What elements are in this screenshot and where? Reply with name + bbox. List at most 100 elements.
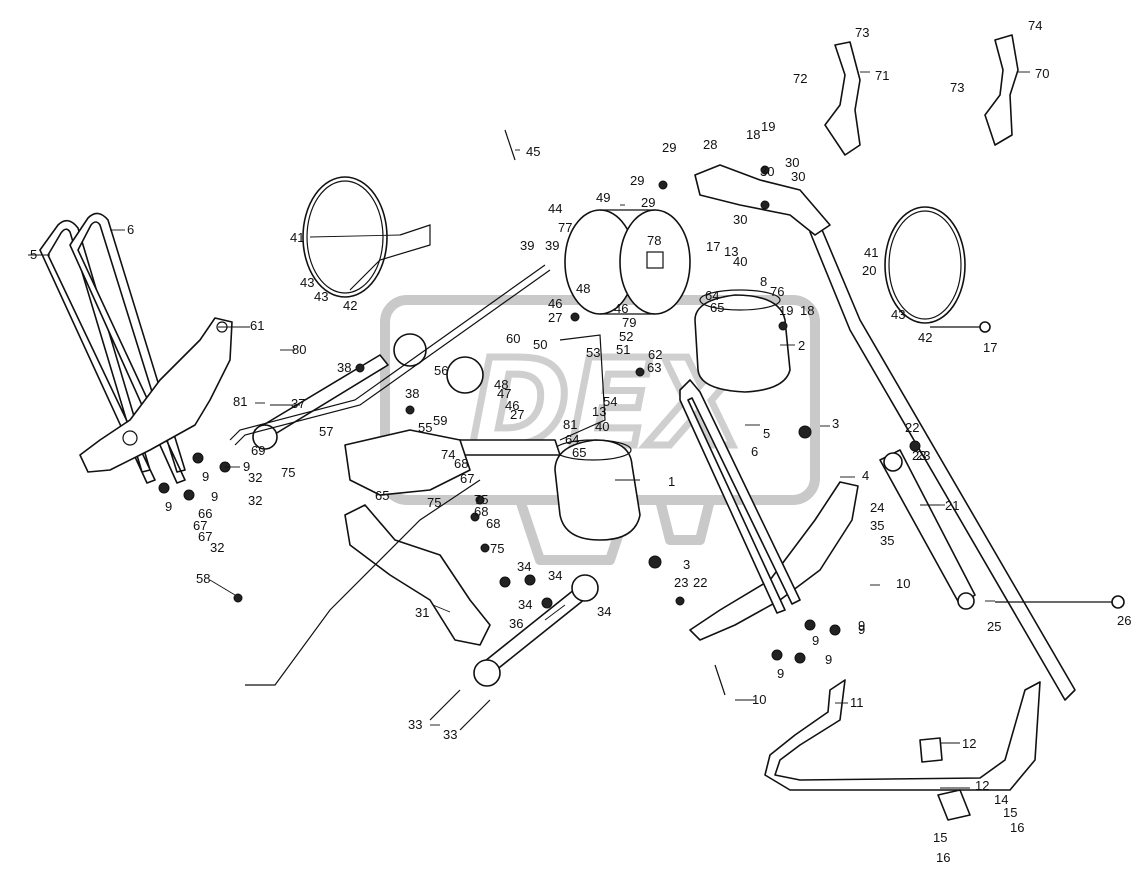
callout: 36 [509,616,523,631]
bracket-72 [824,41,861,156]
callout: 43 [300,275,314,290]
callout: 12 [962,736,976,751]
callout: 74 [441,447,455,462]
callout: 48 [576,281,590,296]
callout: 10 [752,692,766,707]
callout: 52 [619,329,633,344]
callout: 43 [891,307,905,322]
callout: 25 [987,619,1001,634]
callout: 28 [703,137,717,152]
callout: 24 [870,500,884,515]
callout: 45 [526,144,540,159]
callout: 53 [586,345,600,360]
rod-36 [479,584,591,676]
clamp-ring-right [884,206,966,324]
air-spring-1 [554,439,641,541]
callout: 60 [506,331,520,346]
callout: 23 [674,575,688,590]
callout: 67 [193,518,207,533]
callout: 34 [517,559,531,574]
callout: 2 [798,338,805,353]
callout: 42 [343,298,357,313]
callout: 64 [705,288,719,303]
callout: 71 [875,68,889,83]
callout: 33 [408,717,422,732]
stabilizer-bar-11 [764,679,1041,791]
callout: 19 [779,303,793,318]
callout: 12 [975,778,989,793]
callout: 75 [427,495,441,510]
callout: 55 [418,420,432,435]
callout: 38 [405,386,419,401]
u-bolts-left [39,212,186,484]
callout: 31 [415,605,429,620]
callout: 47 [497,386,511,401]
callout: 8 [760,274,767,289]
callout: 37 [291,396,305,411]
callout: 21 [945,498,959,513]
u-bolts-right [679,379,801,614]
callout: 30 [791,169,805,184]
callout: 17 [983,340,997,355]
callout: 69 [251,443,265,458]
callout: 72 [793,71,807,86]
bracket-61 [79,317,233,473]
callout: 13 [724,244,738,259]
callout: 27 [510,407,524,422]
callout: 9 [165,499,172,514]
callout: 78 [647,233,661,248]
callout: 56 [434,363,448,378]
callout: 20 [862,263,876,278]
callout: 42 [918,330,932,345]
callout: 46 [548,296,562,311]
callout: 1 [668,474,675,489]
callout: 68 [454,456,468,471]
callout: 35 [880,533,894,548]
callout: 18 [800,303,814,318]
callout: 32 [248,493,262,508]
callout: 76 [770,284,784,299]
callout: 74 [1028,18,1042,33]
callout: 9 [243,459,250,474]
callout: 68 [474,504,488,519]
clamp-ring-left [302,176,388,298]
callout: 48 [494,377,508,392]
callout: 65 [710,300,724,315]
callout: 9 [812,633,819,648]
callout: 41 [290,230,304,245]
callout: 70 [1035,66,1049,81]
callout: 9 [858,618,865,633]
callout-labels: 1 2 3 3 4 5 5 6 6 8 9 9 9 9 9 9 9 9 9 10… [30,18,1131,865]
callout: 5 [763,426,770,441]
callout: 11 [850,695,864,710]
callout: 79 [622,315,636,330]
callout: 29 [630,173,644,188]
callout: 63 [647,360,661,375]
callout: 23 [916,448,930,463]
air-line [245,479,481,686]
callout: 4 [862,468,869,483]
callout: 75 [474,492,488,507]
callout: 30 [785,155,799,170]
callout: 66 [198,506,212,521]
callout: 39 [520,238,534,253]
callout: 34 [548,568,562,583]
callout: 23 [912,448,926,463]
callout: 9 [858,622,865,637]
bracket-71 [984,34,1019,146]
callout: 46 [505,398,519,413]
callout: 44 [548,201,562,216]
leader-lines [28,71,1030,789]
callout: 32 [210,540,224,555]
callout: 22 [693,575,707,590]
callout: 30 [733,212,747,227]
callout: 34 [518,597,532,612]
callout: 57 [319,424,333,439]
callout: 43 [314,289,328,304]
callout: 77 [558,220,572,235]
callout: 3 [683,557,690,572]
callout: 9 [211,489,218,504]
callout: 68 [486,516,500,531]
callout: 33 [443,727,457,742]
